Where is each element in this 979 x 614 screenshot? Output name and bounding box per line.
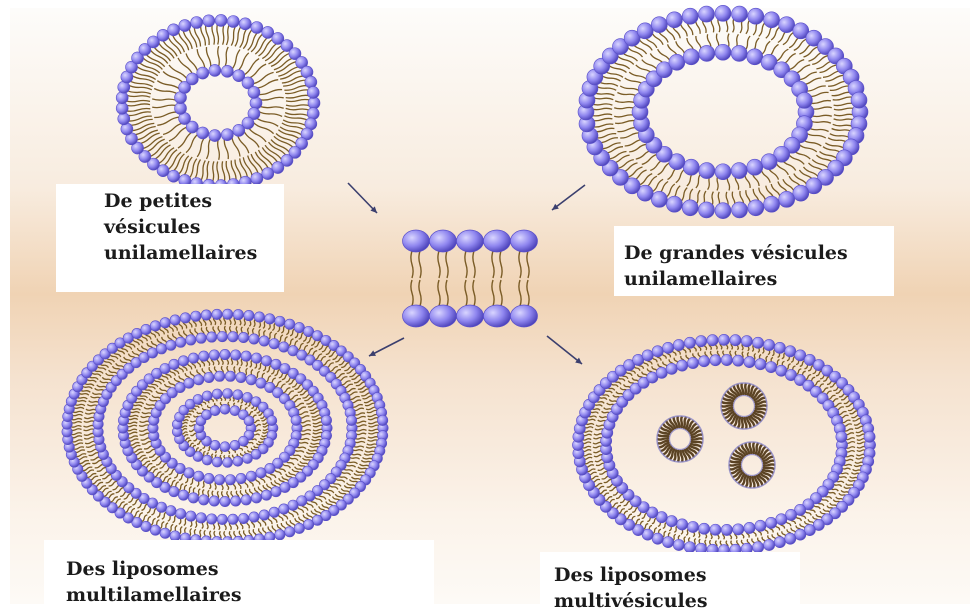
label-small-unilamellar: De petites vésicules unilamellaires: [104, 188, 257, 266]
multivesicular-outer-membrane: [572, 334, 875, 555]
multivesicular-outer-membrane-heads: [572, 334, 875, 555]
arrow-to-multivesicular: [547, 336, 582, 364]
small-unilamellar-vesicle: [116, 14, 320, 191]
arrow-to-large: [552, 185, 585, 210]
label-multivesicular: Des liposomes multivésicules: [554, 562, 708, 614]
bilayer-tails: [411, 251, 529, 306]
multilamellar-layer-2: [118, 349, 332, 506]
multilamellar-layer-1: [62, 309, 388, 547]
arrow-to-multilamellar: [369, 338, 404, 356]
label-multilamellar: Des liposomes multilamellaires: [66, 556, 242, 608]
label-large-unilamellar: De grandes vésicules unilamellaires: [624, 240, 848, 292]
large-unilamellar-vesicle-heads: [578, 5, 868, 218]
inner-vesicle-3: [729, 442, 775, 488]
multilamellar-layer-3: [172, 388, 278, 467]
large-unilamellar-vesicle: [578, 5, 868, 218]
inner-vesicle-1: [721, 383, 767, 429]
inner-vesicle-2: [657, 416, 703, 462]
bilayer-heads: [403, 230, 538, 327]
multilamellar-layer-1-heads: [62, 309, 388, 547]
phospholipid-bilayer: [403, 230, 538, 327]
arrow-to-small: [348, 183, 377, 213]
multilamellar-layer-2-heads: [118, 349, 332, 506]
